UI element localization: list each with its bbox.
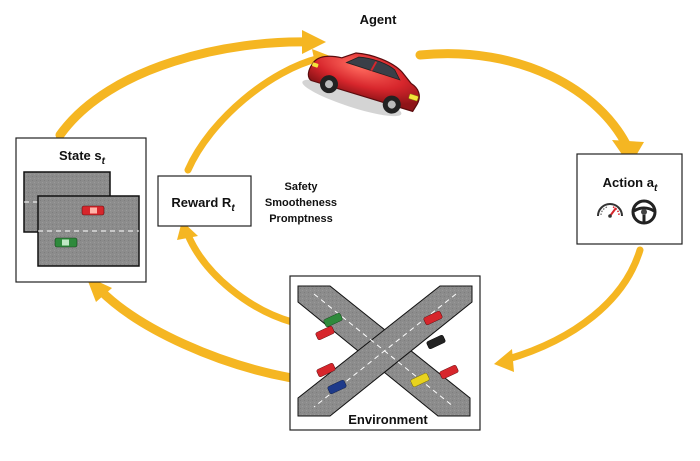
green-car-topview-icon [54,237,78,248]
arrow-environment-to-state [95,285,297,383]
action-box [576,153,683,245]
intersection-scene-icon [297,285,473,417]
reward-criteria-list: Safety Smootheness Promptness [265,181,337,225]
env-blue-car-icon [327,379,347,395]
state-label: State st [59,148,106,167]
env-black-car-icon [426,334,446,350]
reward-label: Reward Rt [171,195,235,214]
env-red-car-icon-2 [423,310,443,326]
state-node: State st [15,137,147,283]
action-node: Action at [576,153,683,245]
env-green-car-icon [323,312,343,328]
env-red-car-icon-4 [439,364,459,380]
reward-box [157,175,252,227]
criterion-promptness: Promptness [269,213,333,225]
environment-node: Environment [289,275,481,431]
state-road-frame-front [37,195,140,267]
agent-node: Agent [302,12,420,117]
agent-label: Agent [360,12,398,27]
red-car-topview-icon [81,205,105,216]
criterion-safety: Safety [284,181,318,193]
env-red-car-icon-3 [316,362,336,378]
arrow-action-to-environment [501,246,644,364]
action-label: Action at [603,175,658,194]
env-red-car-icon-1 [315,325,335,341]
arrow-reward-to-agent [184,54,324,174]
criterion-smoothness: Smootheness [265,197,337,209]
arrow-state-to-agent [55,37,315,140]
reward-node: Reward Rt Safety Smootheness Promptness [157,175,337,227]
red-car-icon [302,52,420,117]
arrow-environment-to-reward [184,231,296,326]
env-yellow-car-icon [410,372,430,388]
arrow-agent-to-action [415,49,633,153]
steering-wheel-icon [631,199,657,225]
environment-label: Environment [348,412,428,427]
speedometer-icon [597,203,623,218]
